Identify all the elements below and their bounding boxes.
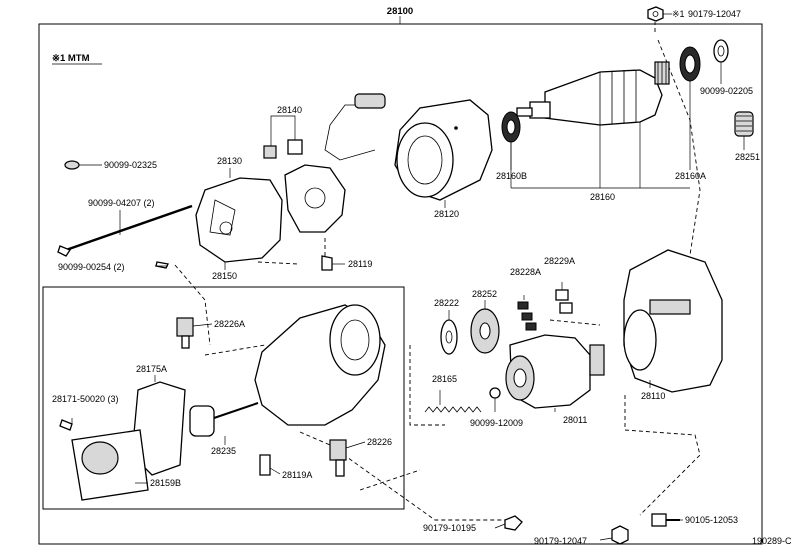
assembly-frame bbox=[38, 23, 763, 545]
sub-assembly-frame bbox=[42, 286, 405, 510]
housing-28110 bbox=[623, 249, 723, 393]
note-label: ※1 MTM bbox=[52, 53, 90, 64]
part-label-90179-10195: 90179-10195 bbox=[423, 523, 476, 533]
plunger-28235 bbox=[189, 402, 259, 437]
part-label-28226A: 28226A bbox=[214, 319, 245, 329]
assembly-lines bbox=[174, 22, 701, 521]
brushes-28140 bbox=[263, 122, 303, 159]
part-label-28011: 28011 bbox=[563, 415, 587, 425]
part-label-28140: 28140 bbox=[277, 105, 302, 115]
part-label-90099-04207: 90099-04207 (2) bbox=[88, 198, 155, 208]
part-label-28222: 28222 bbox=[434, 298, 459, 308]
part-label-28160B: 28160B bbox=[496, 171, 527, 181]
part-label-90179-12047-bottom: 90179-12047 bbox=[534, 536, 587, 546]
assembly-number: 28100 bbox=[387, 6, 413, 17]
bolt-90105-12053 bbox=[651, 513, 680, 527]
part-label-90099-02205: 90099-02205 bbox=[700, 86, 753, 96]
bearing-28160B bbox=[501, 111, 521, 143]
plug-90099-02325 bbox=[64, 160, 80, 170]
part-label-28119: 28119 bbox=[348, 259, 372, 269]
rollers-28228A bbox=[517, 301, 537, 331]
gear-28251 bbox=[734, 111, 754, 137]
part-label-28165: 28165 bbox=[432, 374, 457, 384]
terminal-28119A bbox=[259, 454, 271, 476]
nut-90179-12047-bottom bbox=[611, 525, 629, 545]
terminal-28119 bbox=[321, 255, 333, 271]
part-label-28120: 28120 bbox=[434, 209, 459, 219]
part-label-28226: 28226 bbox=[367, 437, 392, 447]
part-label-28229A: 28229A bbox=[544, 256, 575, 266]
screw-90099-00254 bbox=[155, 261, 169, 269]
switch-28226 bbox=[329, 439, 347, 477]
bearing-28160A bbox=[679, 46, 701, 82]
part-label-28175A: 28175A bbox=[136, 364, 167, 374]
washer-28222 bbox=[440, 319, 458, 355]
part-label-28160A: 28160A bbox=[675, 171, 706, 181]
footer-code: 190289-C bbox=[752, 536, 792, 546]
leader-lines bbox=[71, 13, 745, 541]
ball-90099-12009 bbox=[489, 387, 501, 399]
part-label-28252: 28252 bbox=[472, 289, 497, 299]
solenoid-housing bbox=[254, 304, 386, 426]
part-label-28159B: 28159B bbox=[150, 478, 181, 488]
part-label-28235: 28235 bbox=[211, 446, 236, 456]
spring-28165 bbox=[424, 406, 482, 413]
springs-28229A bbox=[555, 289, 573, 314]
end-frame-28130 bbox=[195, 177, 283, 263]
clutch-28011 bbox=[505, 334, 605, 409]
part-label-90105-12053: 90105-12053 bbox=[685, 515, 738, 525]
part-label-28160: 28160 bbox=[590, 192, 615, 202]
part-label-28251: 28251 bbox=[735, 152, 760, 162]
gear-28252 bbox=[470, 308, 500, 354]
part-label-28110: 28110 bbox=[641, 391, 665, 401]
armature-28160 bbox=[516, 61, 670, 126]
part-label-90179-12047-top: 90179-12047 bbox=[688, 9, 741, 19]
nut-90179-12047-top bbox=[647, 6, 664, 22]
part-label-28130: 28130 bbox=[217, 156, 242, 166]
nut-90179-10195 bbox=[504, 515, 523, 531]
yoke-28120 bbox=[324, 93, 493, 201]
washer-90099-02205 bbox=[713, 39, 729, 63]
part-label-28119A: 28119A bbox=[282, 470, 312, 480]
part-label-90179-mark: ※1 bbox=[672, 9, 685, 19]
part-label-28150: 28150 bbox=[212, 271, 237, 281]
part-label-90099-12009: 90099-12009 bbox=[470, 418, 523, 428]
part-label-28171-50020: 28171-50020 (3) bbox=[52, 394, 119, 404]
screw-28171-50020 bbox=[59, 419, 73, 431]
through-bolt-90099-04207 bbox=[57, 204, 193, 257]
switch-28226A bbox=[176, 317, 194, 349]
brush-holder bbox=[284, 164, 346, 233]
part-label-90099-02325: 90099-02325 bbox=[104, 160, 157, 170]
cover-28159B bbox=[71, 429, 149, 501]
part-label-90099-00254: 90099-00254 (2) bbox=[58, 262, 125, 272]
part-label-28228A: 28228A bbox=[510, 267, 541, 277]
